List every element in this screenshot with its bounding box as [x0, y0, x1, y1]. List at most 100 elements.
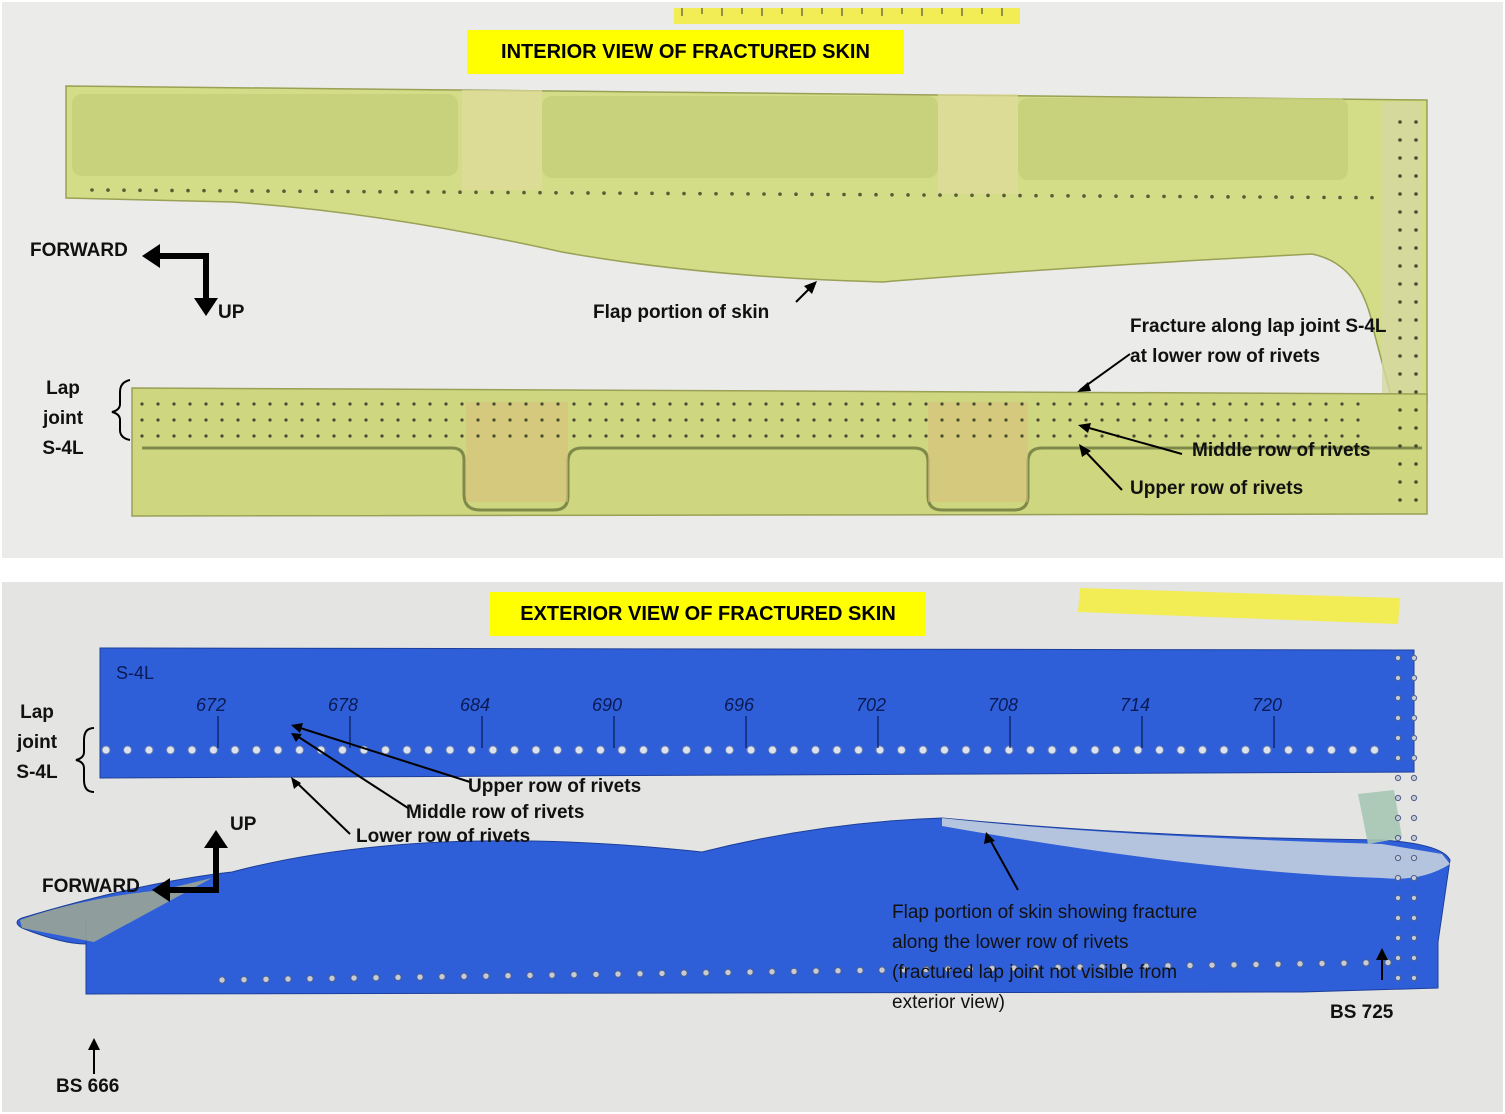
rivet-hole [140, 434, 144, 438]
rivet-hole [1414, 138, 1418, 142]
rivet-hole [1410, 754, 1418, 762]
rivet-hole [570, 191, 574, 195]
rivet-hole [1394, 754, 1402, 762]
rivet-hole [330, 189, 334, 194]
rivet-hole [156, 434, 160, 438]
rivet-hole [1244, 434, 1248, 438]
rivet-hole [844, 434, 848, 438]
rivet-hole [1032, 964, 1040, 972]
rivet-hole [652, 418, 656, 422]
rivet-hole [1394, 954, 1402, 962]
forward-label-exterior: FORWARD [42, 876, 140, 897]
up-label-exterior: UP [230, 814, 257, 835]
rivet-hole [588, 402, 592, 406]
rivet-hole [1410, 694, 1418, 702]
rivet-hole [778, 192, 782, 196]
rivet-hole [1340, 434, 1344, 438]
rivet-hole [1414, 156, 1418, 160]
rivet-hole [828, 418, 832, 422]
rivet-hole [396, 434, 400, 438]
rivet-hole [332, 434, 336, 438]
rivet-hole [732, 434, 736, 438]
rivet-hole [725, 745, 734, 755]
rivet-hole [1414, 354, 1418, 358]
rivet-hole [748, 434, 752, 438]
ruler [674, 8, 1020, 24]
rivet-hole [1324, 402, 1328, 406]
rivet-hole [1410, 894, 1418, 902]
rivet-hole [844, 418, 848, 422]
rivet-hole [764, 402, 768, 406]
rivet-hole [1212, 434, 1216, 438]
rivet-hole [1414, 498, 1418, 502]
rivet-hole [396, 418, 400, 422]
rivet-hole [1026, 745, 1035, 755]
rivet-hole [796, 434, 800, 438]
rivet-hole [940, 745, 949, 755]
rivet-hole [236, 418, 240, 422]
rivet-hole [1414, 120, 1418, 124]
rivet-hole [768, 968, 776, 976]
rivet-hole [972, 418, 976, 422]
rivet-hole [426, 190, 430, 194]
rivet-hole [460, 972, 468, 981]
rivet-hole [732, 402, 736, 406]
rivet-hole [762, 192, 766, 196]
upper-row-label-exterior: Upper row of rivets [468, 776, 642, 797]
rivet-hole [604, 402, 608, 406]
rivet-hole [780, 418, 784, 422]
rivet-hole [1398, 192, 1402, 196]
rivet-hole [252, 418, 256, 422]
rivet-hole [1398, 444, 1402, 448]
rivet-hole [897, 745, 906, 755]
rivet-hole [252, 434, 256, 438]
rivet-hole [1414, 264, 1418, 268]
station-mark: 720 [1252, 695, 1283, 715]
rivet-hole [1052, 402, 1056, 406]
rivet-hole [892, 434, 896, 438]
interior-view-photo: INTERIOR VIEW OF FRACTURED SKIN FORWARD … [2, 2, 1503, 558]
rivet-hole [166, 745, 175, 755]
rivet-hole [1394, 694, 1402, 702]
rivet-hole [348, 418, 352, 422]
lower-row-label-exterior: Lower row of rivets [356, 826, 531, 847]
rivet-hole [1394, 674, 1402, 682]
rivet-hole [876, 418, 880, 422]
rivet-hole [588, 418, 592, 422]
rivet-hole [236, 402, 240, 406]
rivet-hole [1348, 745, 1358, 755]
rivet-hole [1410, 714, 1418, 722]
rivet-hole [556, 434, 560, 438]
rivet-hole [1142, 962, 1150, 970]
up-label: UP [218, 302, 245, 323]
rivet-hole [1410, 794, 1418, 802]
rivet-hole [1414, 210, 1418, 214]
rivet-hole [668, 418, 672, 422]
rivet-hole [660, 745, 670, 755]
rivet-hole [1356, 434, 1360, 438]
rivet-hole [1262, 745, 1272, 755]
rivet-hole [586, 191, 590, 195]
rivet-hole [1394, 914, 1402, 922]
rivet-hole [482, 972, 490, 980]
lap-joint-exterior-strip [99, 647, 1415, 779]
rivet-hole [1398, 390, 1402, 394]
rivet-hole [924, 402, 928, 406]
rivet-hole [1116, 402, 1120, 406]
rivet-hole [372, 973, 380, 982]
rivet-hole [445, 745, 455, 755]
rivet-hole [1068, 402, 1072, 406]
rivet-hole [1069, 745, 1078, 755]
rivet-hole [348, 434, 352, 438]
rivet-hole [101, 745, 111, 755]
rivet-hole [1414, 372, 1418, 376]
rivet-hole [1370, 745, 1379, 755]
rivet-hole [1410, 854, 1418, 862]
rivet-hole [1340, 959, 1348, 967]
rivet-hole [348, 402, 352, 406]
rivet-hole [1098, 963, 1106, 971]
rivet-hole [1004, 745, 1014, 755]
rivet-hole [1018, 193, 1022, 198]
rivet-hole [1196, 418, 1200, 422]
rivet-hole [780, 402, 784, 406]
